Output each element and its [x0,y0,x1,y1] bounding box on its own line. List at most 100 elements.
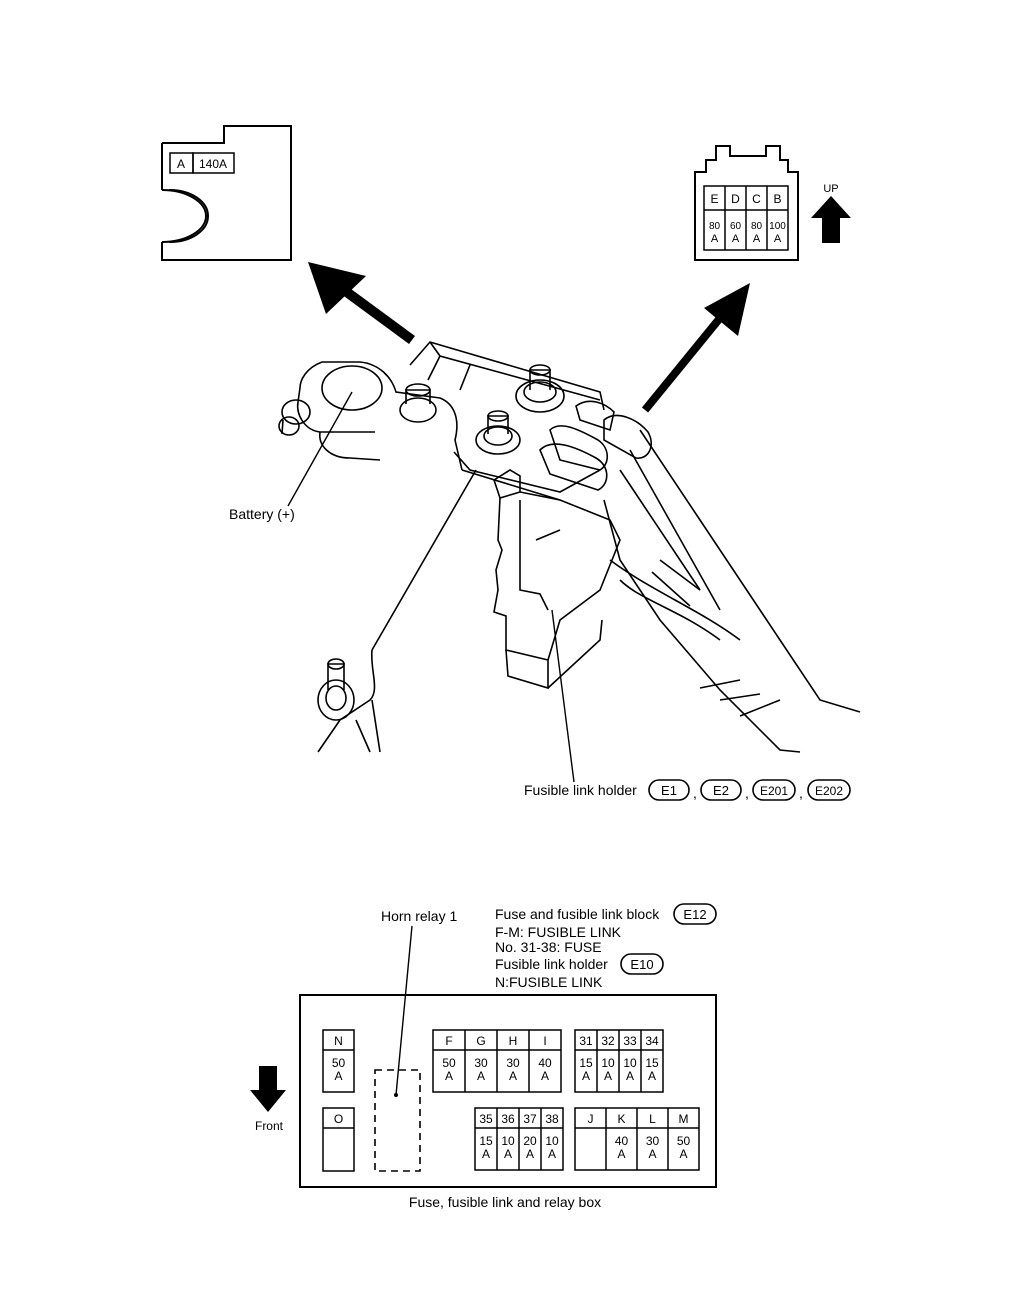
fuse-unit: A [648,1069,656,1083]
battery-terminal-illustration [278,341,861,753]
connector-e201: E201 [760,784,788,798]
fuse-letter: J [588,1112,594,1126]
fuse-letter: 31 [579,1034,593,1048]
fuse-rating: 10 [623,1056,637,1070]
fuse-rating: 15 [579,1056,593,1070]
fuse-unit: A [334,1069,342,1083]
fuse-unit: A [504,1147,512,1161]
connector-badge-e1 [648,779,690,801]
fuse-rating: 100 [769,221,786,232]
fuse-rating: 30 [646,1134,660,1148]
n-fusible-link-line: N:FUSIBLE LINK [495,974,603,990]
fuse-rating: 15 [479,1134,493,1148]
fuse-letter: G [476,1034,485,1048]
holder-leader-line [551,609,575,783]
connector-e1: E1 [661,783,677,798]
fuse-rating: 30 [506,1056,520,1070]
fuse-letter-a: A [177,157,185,171]
horn-relay-label: Horn relay 1 [381,908,457,924]
relay-fuse-grids: N50AOF50AG30AH30AI40A3115A3210A3310A3415… [322,1029,700,1172]
holder-e10-label: Fusible link holder [495,956,608,972]
fuse-rating: 30 [474,1056,488,1070]
fuse-letter: 38 [545,1112,559,1126]
fuse-unit: A [526,1147,534,1161]
fuse-rating: 10 [501,1134,515,1148]
fuse-unit: A [604,1069,612,1083]
relay-box-caption: Fuse, fusible link and relay box [409,1194,601,1210]
fuse-rating: 50 [442,1056,456,1070]
fuse-unit: A [711,233,719,245]
fuse-letter: H [509,1034,518,1048]
comma: , [799,785,803,801]
connector-badge-e201 [752,779,796,801]
fuse-unit: A [582,1069,590,1083]
fuse-letter: I [543,1034,546,1048]
connector-e202: E202 [815,784,843,798]
fuse-unit: A [753,233,761,245]
connector-detail-left [161,125,292,261]
fuse-letter: N [334,1034,343,1048]
fuse-31-38-line: No. 31-38: FUSE [495,939,602,955]
fuse-rating: 15 [645,1056,659,1070]
fuse-letter-b: B [773,192,781,206]
fuse-unit: A [617,1147,625,1161]
connector-badge-e2 [700,779,742,801]
fuse-letter: F [445,1034,452,1048]
fuse-letter: 35 [479,1112,493,1126]
connector-badge-e202 [807,779,851,801]
fuse-letter: K [617,1112,625,1126]
fuse-block-n: N 50A [322,1029,355,1093]
fuse-rating: 50 [332,1056,346,1070]
fuse-unit: A [445,1069,453,1083]
fuse-unit: A [509,1069,517,1083]
connector-e12: E12 [683,907,706,922]
fuse-letter: 34 [645,1034,659,1048]
fm-fusible-link-line: F-M: FUSIBLE LINK [495,924,622,940]
fuse-rating: 20 [523,1134,537,1148]
arrow-to-right-detail [641,283,750,413]
fuse-block-label: Fuse and fusible link block [495,906,660,922]
fuse-letter: L [649,1112,656,1126]
horn-relay-1 [374,1069,421,1172]
fuse-letter: 32 [601,1034,615,1048]
fuse-unit: A [482,1147,490,1161]
arrow-to-left-detail [308,262,415,345]
fusible-link-holder-label: Fusible link holder [524,782,637,798]
front-arrow-icon [250,1066,286,1112]
fuse-unit: A [626,1069,634,1083]
connector-e2: E2 [713,783,729,798]
battery-label: Battery (+) [229,506,295,522]
fuse-rating: 50 [677,1134,691,1148]
fuse-rating: 10 [601,1056,615,1070]
fuse-unit: A [732,233,740,245]
fuse-rating: 40 [538,1056,552,1070]
fuse-letter: 37 [523,1112,537,1126]
fuse-unit: A [548,1147,556,1161]
fuse-letter-c: C [752,192,761,206]
fuse-rating-140a: 140A [199,157,227,171]
connector-badge-e12 [673,903,717,925]
fuse-rating: 80 [751,221,763,232]
fuse-rating: 40 [615,1134,629,1148]
fuse-rating: 80 [709,221,721,232]
battery-leader-line [287,391,353,507]
fuse-rating: 10 [545,1134,559,1148]
fuse-letter-d: D [731,192,740,206]
fuse-letter-e: E [710,192,718,206]
fuse-unit: A [541,1069,549,1083]
fuse-letter-o: O [334,1112,343,1126]
comma: , [745,785,749,801]
up-label: UP [823,183,838,195]
holder-connector-badges: E1 , E2 , E201 , E202 [648,779,851,801]
fuse-rating: 60 [730,221,742,232]
fuse-unit: A [477,1069,485,1083]
front-label: Front [255,1119,284,1133]
connector-badge-e10 [620,953,664,975]
relay-box-outline [299,994,717,1188]
up-arrow-icon [811,196,851,243]
